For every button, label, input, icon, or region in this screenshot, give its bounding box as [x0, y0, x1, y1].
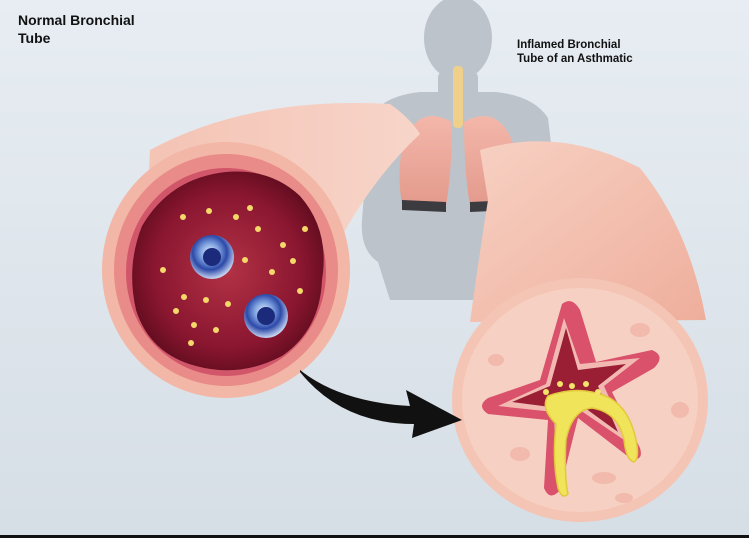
- bottom-border: [0, 535, 749, 538]
- inflamed-tube-body: [470, 141, 706, 322]
- trachea: [453, 66, 463, 128]
- arrow: [300, 370, 462, 438]
- immune-cell: [190, 235, 234, 279]
- mucus-plug: [544, 389, 639, 497]
- inflamed-bronchial-cross-section: [452, 278, 708, 522]
- immune-cell: [244, 294, 288, 338]
- inflamed-bronchial-tube-label: Inflamed Bronchial Tube of an Asthmatic: [517, 39, 633, 66]
- normal-bronchial-tube-label: Normal Bronchial Tube: [18, 12, 135, 46]
- particles: [160, 205, 308, 346]
